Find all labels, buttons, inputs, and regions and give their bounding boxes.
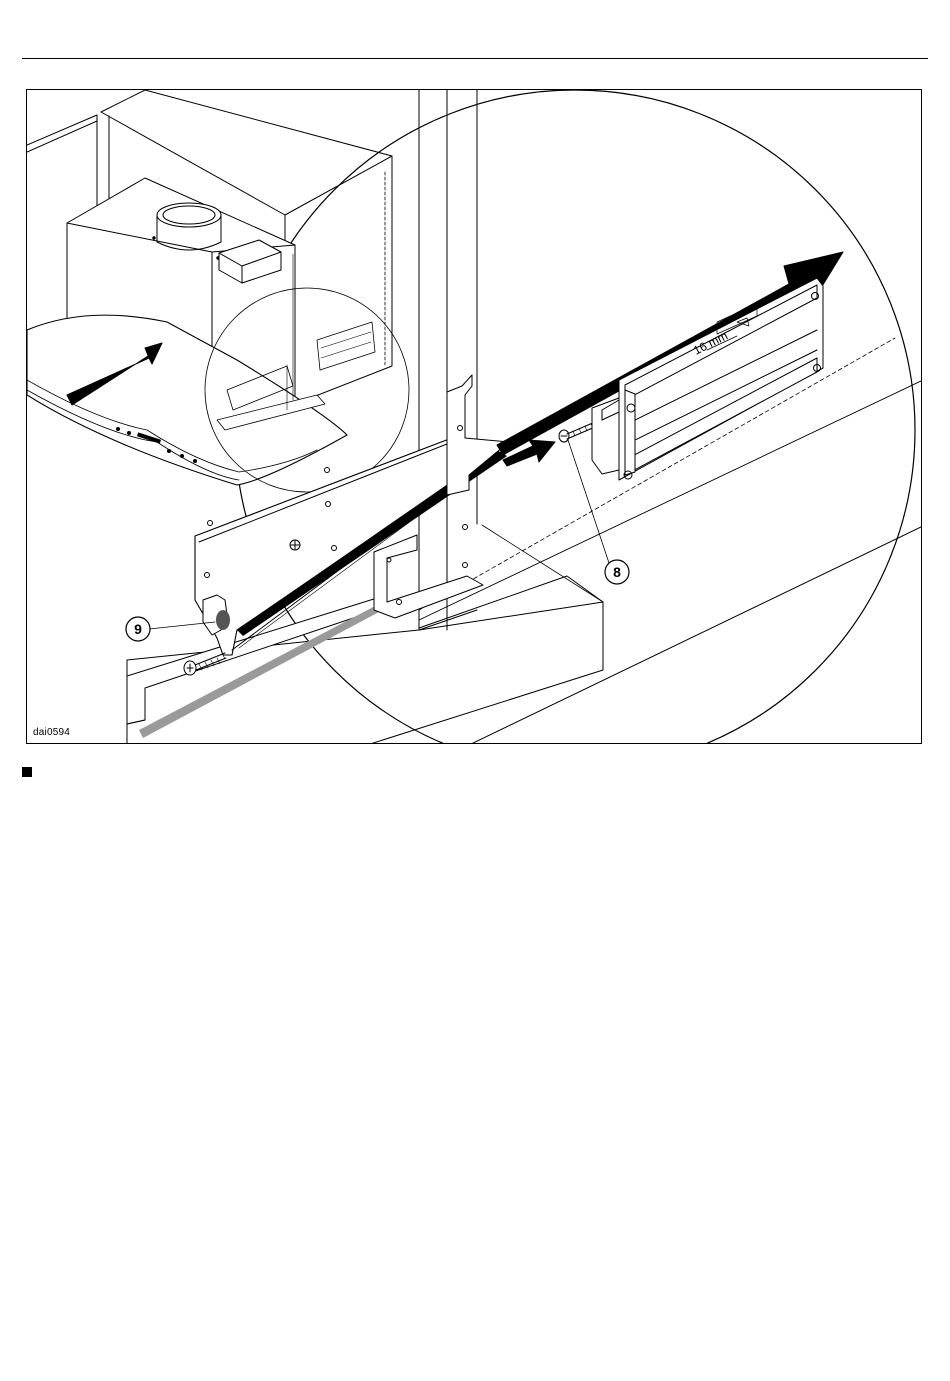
top-rule — [22, 58, 928, 59]
detail-circle — [235, 90, 915, 744]
callout-9-label: 9 — [134, 621, 142, 637]
figure-code: dai0594 — [33, 727, 70, 738]
wall-post — [419, 90, 477, 630]
hood-installation-drawing: 8 9 16 mm — [27, 90, 922, 744]
wall-bracket — [592, 278, 823, 480]
screw-8 — [559, 422, 595, 442]
hood-unit — [27, 178, 409, 492]
installation-figure: 8 9 16 mm dai0594 — [26, 89, 922, 744]
bullet-marker — [22, 767, 32, 777]
callout-8-label: 8 — [613, 564, 621, 580]
